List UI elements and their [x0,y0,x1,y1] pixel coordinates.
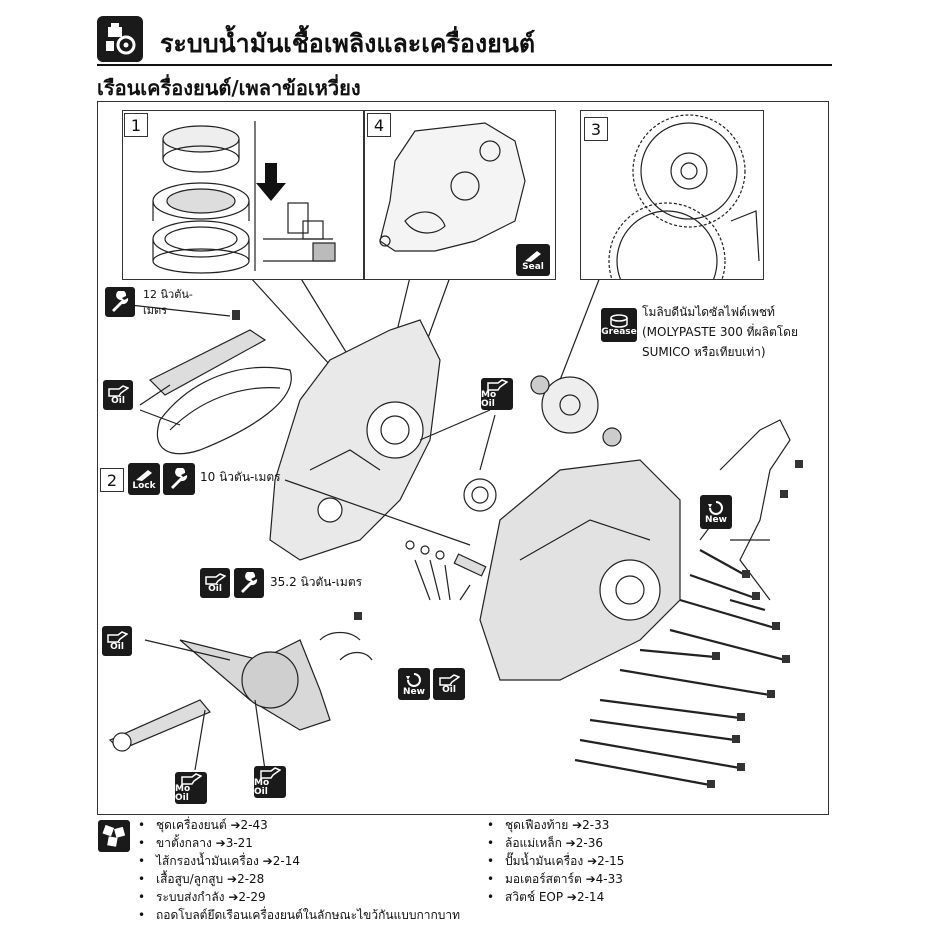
ref-left-3[interactable]: เสื้อสูบ/ลูกสูบ ➔2-28 [138,870,264,888]
wrench-icon-3 [234,568,264,598]
ref-right-0[interactable]: ชุดเฟืองท้าย ➔2-33 [487,816,609,834]
oil-can-icon-2: Oil [200,568,230,598]
diagram-frame [97,101,829,815]
item-2-number: 2 [100,468,124,492]
ref-left-2[interactable]: ไส้กรองน้ำมันเครื่อง ➔2-14 [138,852,300,870]
engine-tools-icon [97,16,143,62]
ref-left-4[interactable]: ระบบส่งกำลัง ➔2-29 [138,888,266,906]
ref-right-2[interactable]: ปั๊มน้ำมันเครื่อง ➔2-15 [487,852,624,870]
torque-12-label-line1: 12 นิวตัน- [143,288,193,301]
panel-1-number: 1 [124,113,148,137]
grease-icon: Grease [601,308,637,342]
replace-new-icon: New [700,495,732,529]
puzzle-pieces-icon [98,820,130,852]
ref-right-3[interactable]: มอเตอร์สตาร์ต ➔4-33 [487,870,623,888]
detail-panel-3 [580,110,764,320]
title-rule [97,64,832,66]
mo-oil-can-icon-3: Mo Oil [481,378,513,410]
oil-can-icon-4: Oil [433,668,465,700]
ref-left-5: ถอดโบลต์ยึดเรือนเครื่องยนต์ในลักษณะไขว้ก… [138,906,460,924]
ref-left-0[interactable]: ชุดเครื่องยนต์ ➔2-43 [138,816,268,834]
sealant-icon: Seal [516,244,550,276]
panel-3-number: 3 [584,117,608,141]
torque-35-label: 35.2 นิวตัน-เมตร [270,575,363,589]
torque-10-label: 10 นิวตัน-เมตร [200,470,281,484]
grease-text-line2: (MOLYPASTE 300 ที่ผลิตโดย [642,325,798,339]
grease-text-line3: SUMICO หรือเทียบเท่า) [642,345,766,359]
mo-oil-can-icon: Mo Oil [175,772,207,804]
page-subtitle: เรือนเครื่องยนต์/เพลาข้อเหวี่ยง [97,76,361,100]
detail-panel-4 [364,110,556,280]
mo-oil-can-icon-2: Mo Oil [254,766,286,798]
ref-right-1[interactable]: ล้อแม่เหล็ก ➔2-36 [487,834,603,852]
torque-12-label-line2: เมตร [143,304,168,317]
lock-agent-icon: Lock [128,463,160,495]
ref-right-4[interactable]: สวิตช์ EOP ➔2-14 [487,888,604,906]
panel-4-number: 4 [367,113,391,137]
oil-can-icon: Oil [103,380,133,410]
section-title: ระบบน้ำมันเชื้อเพลิงและเครื่องยนต์ [160,29,536,58]
wrench-icon [105,287,135,317]
grease-text-line1: โมลิบดีนัมไดซัลไฟด์เพชท์ [642,305,775,319]
replace-new-icon-2: New [398,668,430,700]
detail-panel-1 [122,110,364,280]
ref-left-1[interactable]: ขาตั้งกลาง ➔3-21 [138,834,253,852]
wrench-icon-2 [163,463,195,495]
oil-can-icon-3: Oil [102,626,132,656]
